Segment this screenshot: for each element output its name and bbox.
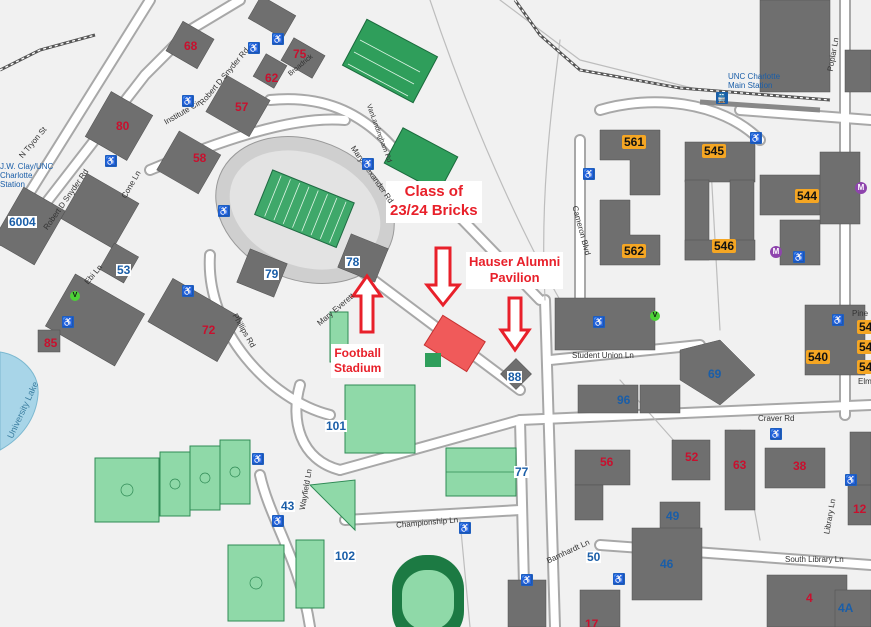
brick-area [423, 314, 486, 373]
building-49[interactable]: 49 [666, 509, 680, 523]
building-54-b[interactable]: 54 [857, 340, 871, 354]
building-57[interactable]: 57 [235, 100, 249, 114]
running-track [392, 555, 464, 627]
accessible-parking-icon[interactable]: ♿ [252, 453, 264, 465]
building-540[interactable]: 540 [806, 350, 831, 364]
building-544[interactable]: 544 [795, 189, 820, 203]
accessible-parking-icon[interactable]: ♿ [105, 155, 117, 167]
light-rail-icon[interactable]: 🚆 [716, 92, 728, 104]
building-77[interactable]: 77 [514, 465, 530, 479]
building-56[interactable]: 56 [600, 455, 614, 469]
accessible-parking-icon[interactable]: ♿ [750, 132, 762, 144]
building-6004[interactable]: 6004 [8, 215, 37, 229]
accessible-parking-icon[interactable]: ♿ [583, 168, 595, 180]
visitor-parking-icon[interactable]: V [70, 291, 80, 301]
metered-parking-icon[interactable]: M [770, 246, 782, 258]
accessible-parking-icon[interactable]: ♿ [62, 316, 74, 328]
building-561[interactable]: 561 [622, 135, 647, 149]
building-12[interactable]: 12 [853, 502, 867, 516]
building-43[interactable]: 43 [280, 499, 296, 513]
class-of-bricks-label: Class of 23/24 Bricks [386, 181, 482, 223]
building-96[interactable]: 96 [617, 393, 631, 407]
street-craver: Craver Rd [758, 414, 795, 423]
building-54-c[interactable]: 54 [857, 360, 871, 374]
building-68[interactable]: 68 [184, 39, 198, 53]
accessible-parking-icon[interactable]: ♿ [182, 285, 194, 297]
building-562[interactable]: 562 [622, 244, 647, 258]
building-78[interactable]: 78 [345, 255, 361, 269]
accessible-parking-icon[interactable]: ♿ [362, 158, 374, 170]
annotation-arrows [350, 246, 532, 353]
building-50[interactable]: 50 [586, 550, 602, 564]
building-88[interactable]: 88 [507, 370, 523, 384]
building-38[interactable]: 38 [793, 459, 807, 473]
building-545[interactable]: 545 [702, 144, 727, 158]
street-south-library: South Library Ln [785, 555, 844, 564]
accessible-parking-icon[interactable]: ♿ [793, 251, 805, 263]
practice-fields [341, 18, 459, 193]
building-4[interactable]: 4 [806, 591, 813, 605]
building-72[interactable]: 72 [202, 323, 216, 337]
accessible-parking-icon[interactable]: ♿ [845, 474, 857, 486]
football-stadium-label: Football Stadium [331, 344, 385, 378]
building-63[interactable]: 63 [733, 458, 747, 472]
university-lake [0, 351, 39, 451]
building-17[interactable]: 17 [585, 617, 599, 627]
building-54-a[interactable]: 54 [857, 320, 871, 334]
building-102[interactable]: 102 [334, 549, 357, 563]
accessible-parking-icon[interactable]: ♿ [832, 314, 844, 326]
building-69[interactable]: 69 [708, 367, 722, 381]
building-4a[interactable]: 4A [838, 601, 854, 615]
building-58[interactable]: 58 [193, 151, 207, 165]
accessible-parking-icon[interactable]: ♿ [218, 205, 230, 217]
street-elm: Elm [858, 377, 871, 386]
building-85[interactable]: 85 [44, 336, 58, 350]
building-546[interactable]: 546 [712, 239, 737, 253]
jw-clay-station-label[interactable]: J.W. Clay/UNC Charlotte Station [0, 162, 54, 189]
accessible-parking-icon[interactable]: ♿ [521, 574, 533, 586]
building-62[interactable]: 62 [265, 71, 279, 85]
building-46[interactable]: 46 [660, 557, 674, 571]
accessible-parking-icon[interactable]: ♿ [272, 515, 284, 527]
building-80[interactable]: 80 [116, 119, 130, 133]
building-79[interactable]: 79 [264, 267, 280, 281]
accessible-parking-icon[interactable]: ♿ [272, 33, 284, 45]
accessible-parking-icon[interactable]: ♿ [248, 42, 260, 54]
hauser-alumni-pavilion-label: Hauser Alumni Pavilion [466, 252, 564, 289]
visitor-parking-icon[interactable]: V [650, 311, 660, 321]
accessible-parking-icon[interactable]: ♿ [593, 316, 605, 328]
street-student-union: Student Union Ln [572, 351, 634, 360]
building-75[interactable]: 75 [293, 47, 307, 61]
accessible-parking-icon[interactable]: ♿ [613, 573, 625, 585]
accessible-parking-icon[interactable]: ♿ [459, 522, 471, 534]
building-101[interactable]: 101 [325, 419, 348, 433]
unc-charlotte-main-station-label[interactable]: UNC Charlotte Main Station [728, 72, 781, 90]
building-53[interactable]: 53 [116, 263, 132, 277]
football-stadium-shape [215, 136, 395, 284]
street-pine: Pine [852, 309, 869, 318]
building-52[interactable]: 52 [685, 450, 699, 464]
metered-parking-icon[interactable]: M [855, 182, 867, 194]
accessible-parking-icon[interactable]: ♿ [770, 428, 782, 440]
accessible-parking-icon[interactable]: ♿ [182, 95, 194, 107]
